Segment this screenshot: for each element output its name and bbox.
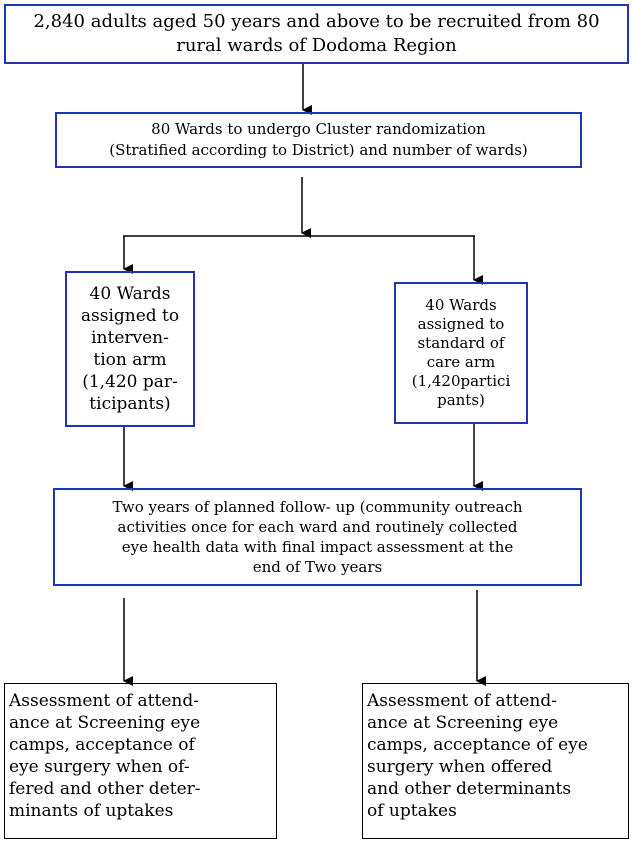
recruitment-box: 2,840 adults aged 50 years and above to … [4, 4, 629, 64]
standard-arm-box: 40 Wards assigned to standard of care ar… [394, 282, 528, 424]
follow-up-text: Two years of planned follow- up (communi… [112, 498, 523, 576]
recruitment-text: 2,840 adults aged 50 years and above to … [33, 11, 600, 56]
intervention-arm-box: 40 Wards assigned to interven- tion arm … [65, 271, 195, 427]
randomization-text: 80 Wards to undergo Cluster randomizatio… [109, 120, 528, 159]
assessment-right-text: Assessment of attend- ance at Screening … [367, 691, 588, 821]
assessment-right-box: Assessment of attend- ance at Screening … [362, 683, 629, 839]
randomization-box: 80 Wards to undergo Cluster randomizatio… [55, 112, 582, 168]
standard-arm-text: 40 Wards assigned to standard of care ar… [411, 296, 511, 409]
intervention-arm-text: 40 Wards assigned to interven- tion arm … [80, 284, 180, 414]
assessment-left-box: Assessment of attend- ance at Screening … [4, 683, 277, 839]
assessment-left-text: Assessment of attend- ance at Screening … [9, 691, 201, 821]
follow-up-box: Two years of planned follow- up (communi… [53, 488, 582, 586]
